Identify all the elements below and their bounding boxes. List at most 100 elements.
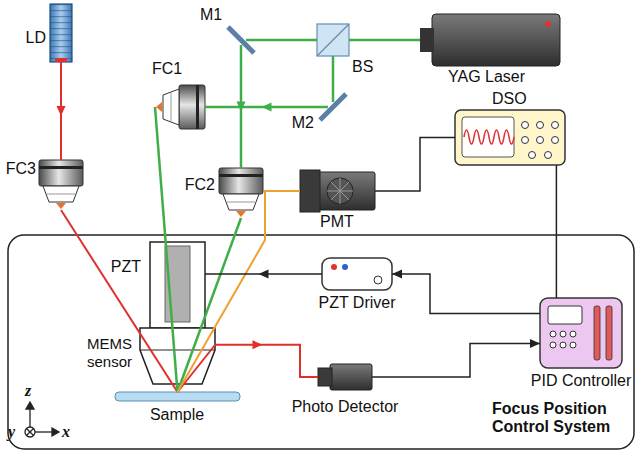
connector bbox=[57, 62, 66, 160]
laser-housing bbox=[420, 28, 434, 52]
panel-outline bbox=[8, 235, 634, 449]
detector-body bbox=[318, 364, 372, 390]
axis-label: x bbox=[62, 423, 70, 441]
laser-diode-body bbox=[55, 58, 67, 62]
arrow-head bbox=[392, 270, 402, 279]
photomultiplier: PMT bbox=[300, 170, 375, 212]
pid-box bbox=[594, 306, 600, 360]
pid-box bbox=[550, 331, 556, 337]
pid-box bbox=[560, 342, 566, 348]
connector-line bbox=[349, 39, 420, 42]
node-label: PZT Driver bbox=[318, 294, 395, 312]
photomultiplier-body bbox=[300, 170, 375, 212]
node-label: FC2 bbox=[185, 176, 215, 194]
laser-diode-body bbox=[50, 4, 72, 62]
oscilloscope-body bbox=[455, 110, 565, 165]
node-label: BS bbox=[352, 58, 373, 76]
connector bbox=[349, 40, 420, 41]
oscilloscope-body bbox=[522, 137, 529, 144]
pid-box bbox=[570, 342, 576, 348]
connector-line bbox=[375, 138, 455, 192]
arrow-head bbox=[57, 106, 66, 116]
node-label: DSO bbox=[492, 90, 527, 108]
pid-box bbox=[560, 331, 566, 337]
photo-detector: Photo Detector bbox=[318, 362, 372, 392]
mems-housing bbox=[140, 328, 215, 384]
photomultiplier-body bbox=[318, 172, 375, 210]
piezo-driver: PZT Driver bbox=[322, 258, 392, 290]
objective-lens bbox=[39, 160, 83, 209]
mirror: M2 bbox=[328, 102, 338, 112]
laser-diode-body bbox=[50, 4, 72, 62]
oscilloscope: DSO bbox=[455, 110, 565, 165]
axis-label: y bbox=[8, 423, 15, 441]
axis-symbol bbox=[27, 429, 34, 436]
node-label: Sample bbox=[150, 406, 204, 424]
reflected-beam bbox=[178, 345, 216, 392]
connector-line bbox=[332, 56, 335, 102]
beam-splitter-cube bbox=[317, 24, 349, 56]
oscilloscope-body bbox=[462, 117, 514, 157]
connector-line bbox=[178, 218, 242, 392]
driver-box bbox=[322, 258, 392, 290]
fiber-coupler: FC2 bbox=[218, 168, 264, 218]
driver-box bbox=[331, 264, 337, 270]
oscilloscope-body bbox=[464, 130, 514, 144]
node-label: FC3 bbox=[6, 160, 36, 178]
arrow-head bbox=[530, 339, 540, 348]
node-label: YAG Laser bbox=[448, 68, 525, 86]
oscilloscope-body bbox=[537, 122, 544, 129]
beam-splitter: BS bbox=[317, 24, 349, 56]
connector-line bbox=[392, 274, 540, 313]
node-label: PID Controller bbox=[531, 372, 631, 390]
sample-plate bbox=[115, 392, 240, 401]
connector bbox=[392, 270, 540, 314]
mems-sensor: MEMS sensor bbox=[140, 328, 215, 384]
oscilloscope-body bbox=[552, 137, 559, 144]
node-label: LD bbox=[26, 29, 46, 47]
connector bbox=[205, 270, 322, 279]
connector bbox=[246, 40, 317, 41]
photomultiplier-body bbox=[300, 170, 320, 212]
piezo-stage bbox=[150, 242, 205, 328]
objective-lens bbox=[219, 168, 263, 217]
beam-splitter-cube bbox=[317, 24, 349, 56]
node-label: MEMS sensor bbox=[72, 335, 132, 371]
driver-box bbox=[322, 258, 392, 290]
connector bbox=[178, 218, 242, 392]
piezo-stage bbox=[150, 242, 205, 328]
fiber-coupler: FC1 bbox=[155, 84, 205, 130]
connector-line bbox=[556, 165, 558, 298]
pid-box bbox=[606, 306, 612, 360]
node-label: Focus Position Control System bbox=[492, 400, 632, 436]
connector bbox=[155, 107, 178, 392]
photomultiplier-body bbox=[327, 178, 353, 204]
node-label: FC1 bbox=[152, 60, 182, 78]
node-label: Photo Detector bbox=[292, 398, 399, 416]
connector bbox=[372, 339, 540, 377]
connector-line bbox=[246, 39, 317, 42]
oscilloscope-body bbox=[529, 152, 536, 159]
pid-box bbox=[550, 342, 556, 348]
oscilloscope-body bbox=[522, 122, 529, 129]
node-label: PMT bbox=[320, 213, 354, 231]
mems-housing bbox=[140, 328, 215, 384]
pid-box bbox=[540, 298, 622, 368]
laser-source: YAG Laser bbox=[420, 14, 560, 66]
oscilloscope-body bbox=[545, 152, 552, 159]
node-label: M1 bbox=[200, 6, 222, 24]
connector-line bbox=[372, 344, 540, 378]
arrow-head bbox=[262, 103, 272, 112]
piezo-actuator: PZT bbox=[150, 242, 205, 328]
arrow-head bbox=[259, 270, 269, 279]
laser-diode-body bbox=[50, 4, 72, 62]
connector bbox=[61, 210, 178, 392]
laser-diode: LD bbox=[50, 4, 72, 62]
node-label: PZT bbox=[111, 258, 141, 276]
mirror: M1 bbox=[236, 35, 246, 45]
arrow-head bbox=[253, 340, 263, 349]
laser-housing bbox=[545, 21, 551, 27]
connector bbox=[205, 103, 328, 112]
